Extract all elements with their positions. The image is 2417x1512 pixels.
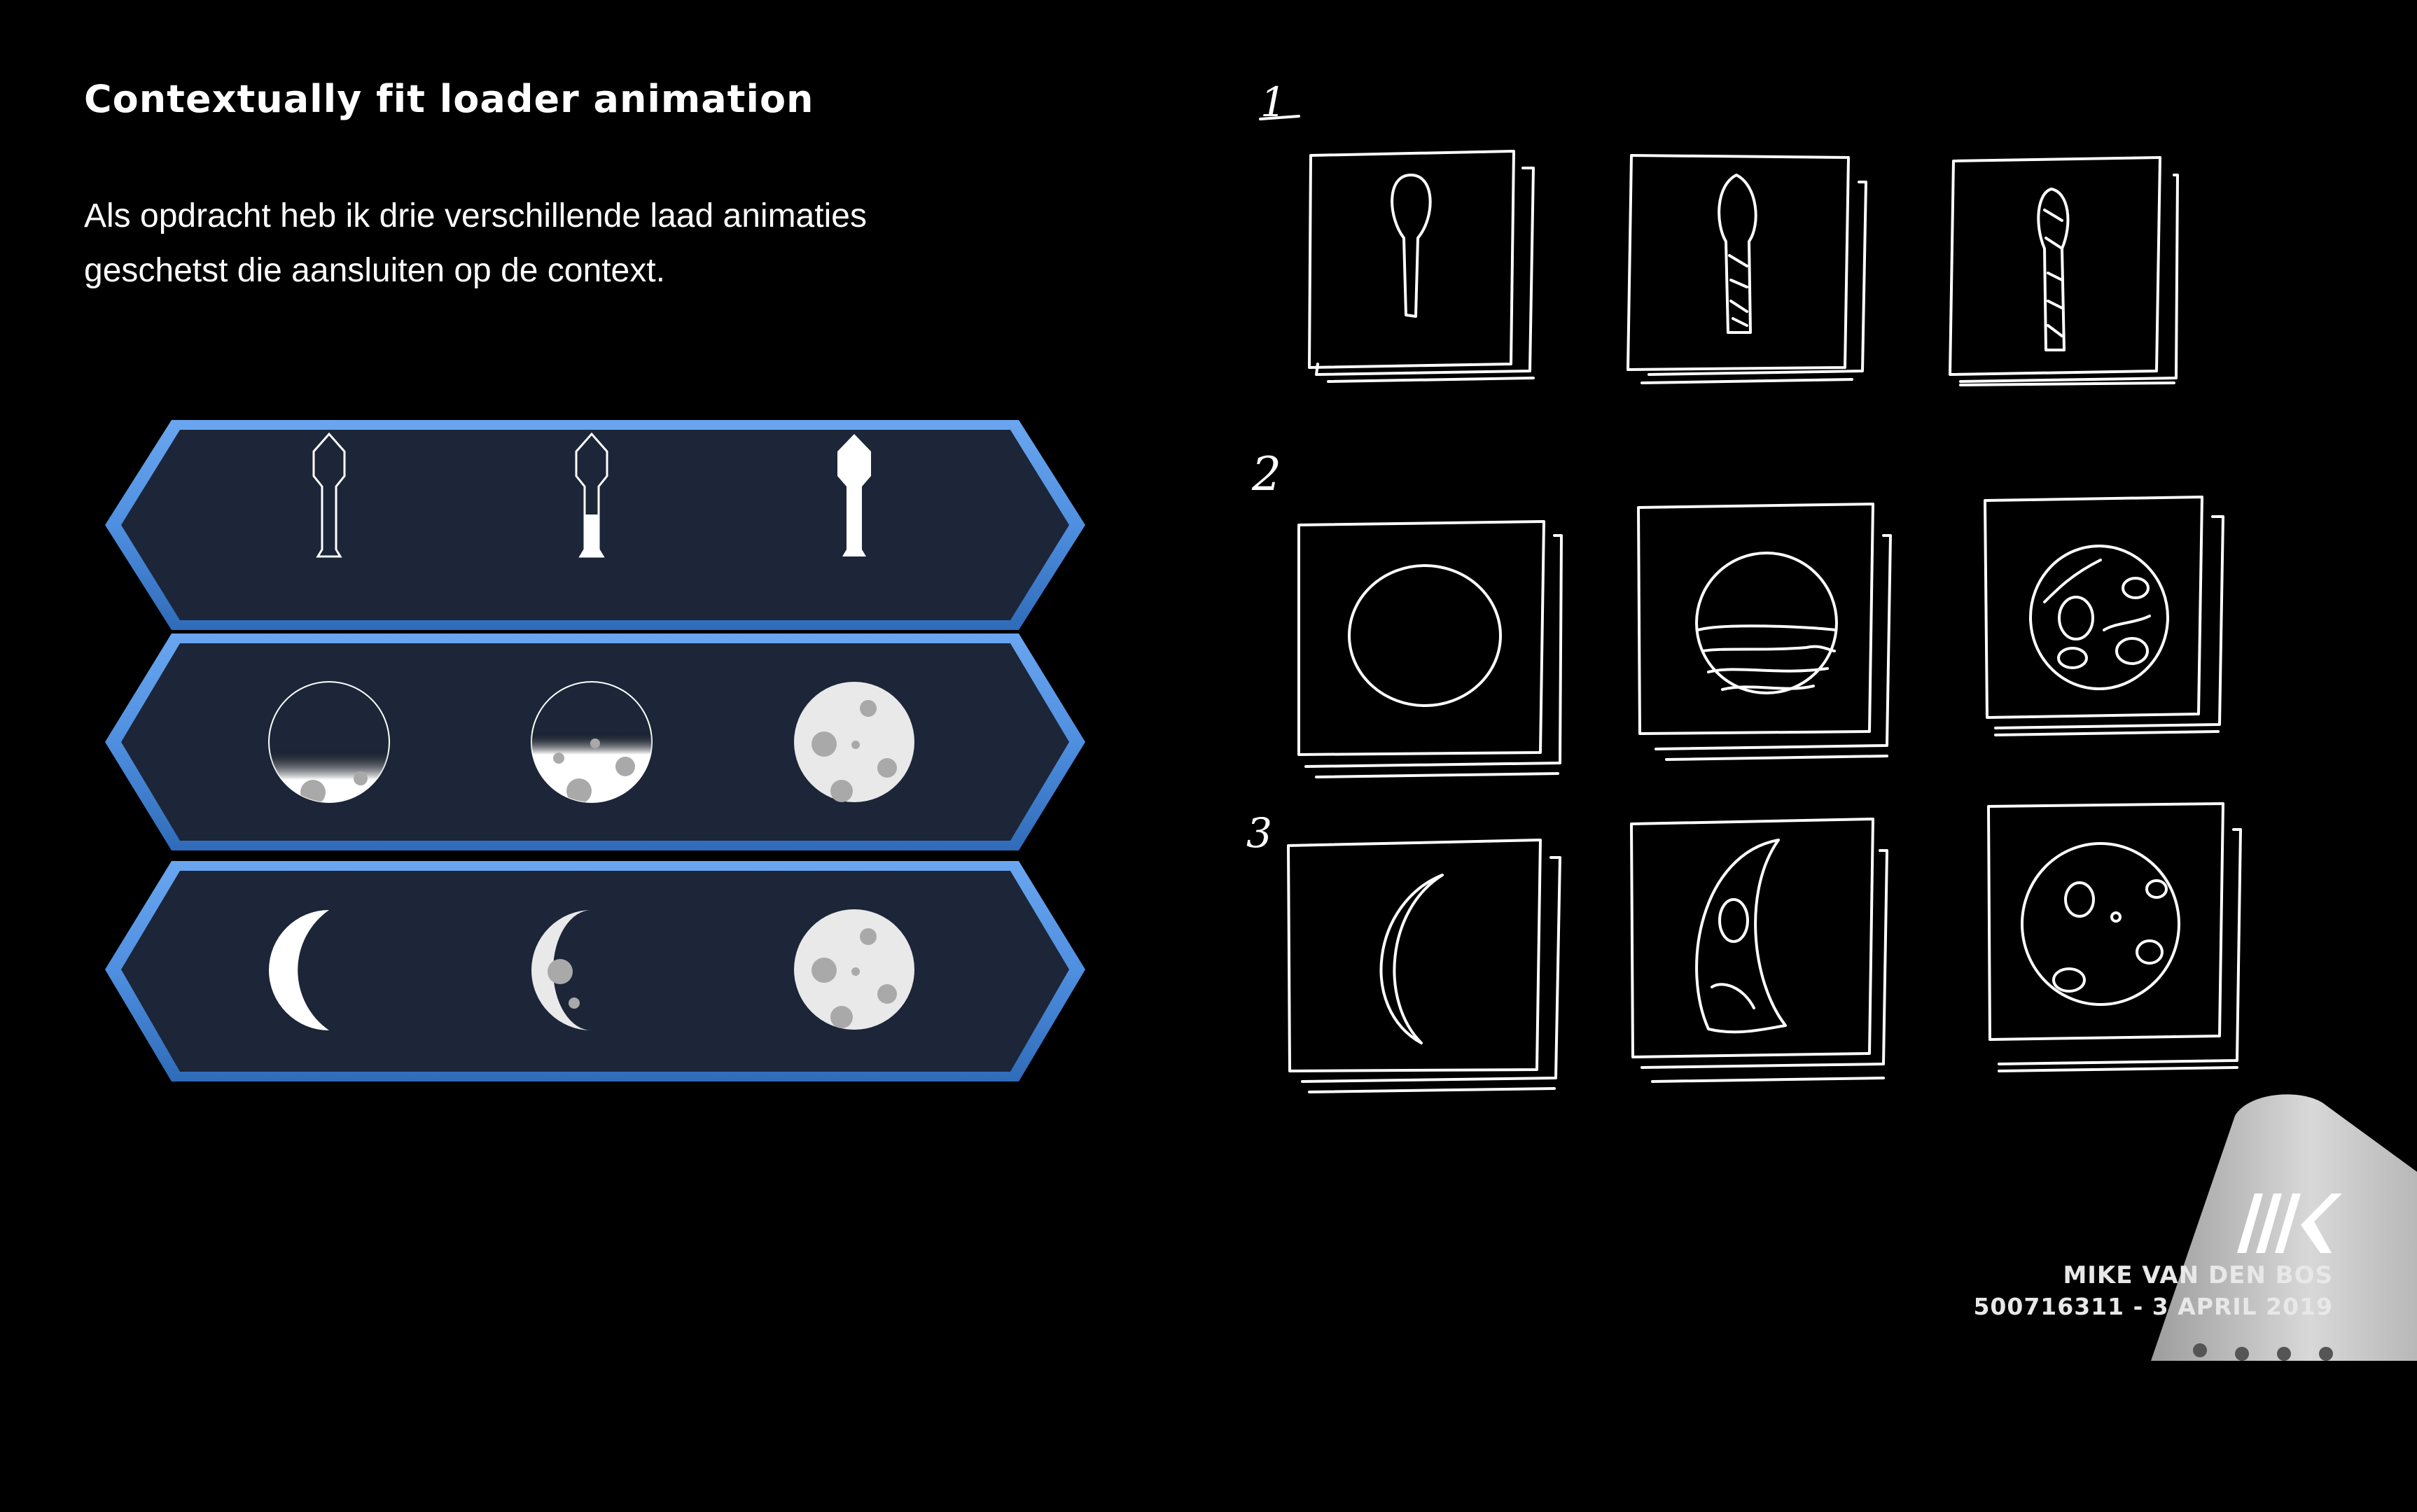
rocket-filled-icon — [837, 434, 871, 556]
rocket-outline-icon — [312, 432, 346, 558]
description: Als opdracht heb ik drie verschillende l… — [84, 189, 1064, 298]
sketch-moon-empty — [1297, 520, 1563, 778]
sketch-rocket-full — [1949, 156, 2179, 386]
page-title: Contextually fit loader animation — [84, 77, 814, 121]
sketch-moon-half — [1637, 503, 1892, 761]
rocket-half-filled-icon — [575, 432, 608, 558]
sketch-crescent — [1287, 839, 1561, 1093]
sketch-rocket-half — [1627, 154, 1867, 384]
loader-panels — [105, 420, 1085, 1082]
sketch-full-moon — [1987, 802, 2242, 1072]
description-line-2: geschetst die aansluiten op de context. — [84, 252, 665, 289]
half-moon-icon — [531, 910, 592, 1030]
sketch-label-2: 2 — [1251, 447, 1281, 501]
moon-full-icon — [794, 682, 914, 802]
footer-author: MIKE VAN DEN BOS — [2063, 1261, 2333, 1289]
footer-id-date: 500716311 - 3 APRIL 2019 — [1973, 1293, 2333, 1320]
description-line-1: Als opdracht heb ik drie verschillende l… — [84, 197, 867, 234]
mk-logo-icon — [2237, 1194, 2342, 1253]
full-moon-icon — [794, 909, 914, 1030]
sketch-label-3: 3 — [1246, 809, 1272, 857]
sketch-moon-full — [1984, 496, 2224, 736]
moon-half-filled-icon — [531, 681, 653, 803]
sketch-half-moon — [1630, 818, 1888, 1083]
sketch-board: 1 2 3 — [1246, 78, 2242, 1093]
crescent-moon-icon — [269, 910, 329, 1030]
loader-row-moon-phase — [105, 861, 1085, 1082]
sketch-rocket-empty — [1308, 150, 1535, 383]
